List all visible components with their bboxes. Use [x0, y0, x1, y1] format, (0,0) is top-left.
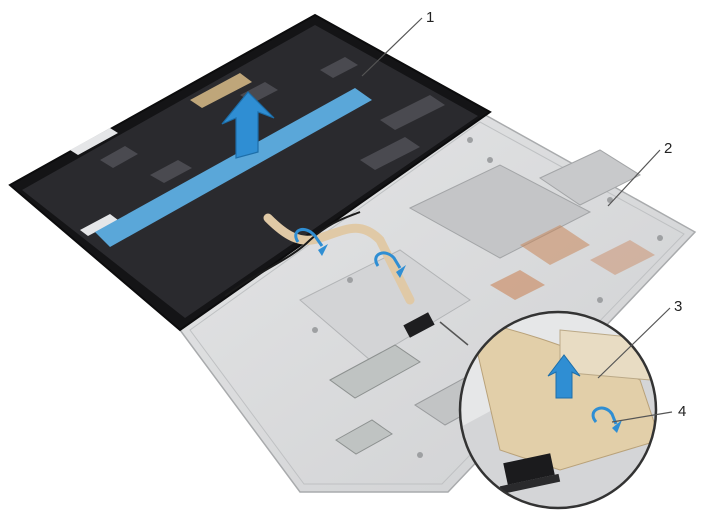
zoom-peel-arrow: [591, 406, 618, 425]
battery-area: [299, 249, 471, 361]
zoom-connector: [503, 453, 555, 485]
callout-2: 2: [664, 140, 672, 157]
copper-tape: [520, 225, 590, 265]
callout-leaders: [361, 17, 673, 423]
callout-3: 3: [674, 298, 682, 315]
display-assembly: [8, 13, 492, 338]
copper-tape: [590, 240, 655, 275]
copper-tape: [490, 270, 545, 300]
display-label: [70, 128, 118, 155]
lift-arrow: [221, 91, 275, 159]
zoom-leader: [439, 321, 469, 346]
peel-arrows: [294, 227, 406, 278]
callout-4: 4: [678, 403, 686, 420]
display-label: [190, 73, 252, 108]
callout-1: 1: [426, 9, 434, 26]
wireless-card: [335, 419, 393, 455]
display-cable: [263, 213, 415, 305]
ssd-card: [329, 344, 421, 399]
display-cable-wire: [224, 211, 361, 297]
component-shield: [538, 149, 642, 206]
zoom-inset: [458, 310, 658, 510]
display-cable-connector: [403, 312, 435, 338]
blue-tape: [95, 88, 372, 247]
display-label: [80, 214, 118, 236]
zoom-lift-arrow: [547, 354, 581, 399]
